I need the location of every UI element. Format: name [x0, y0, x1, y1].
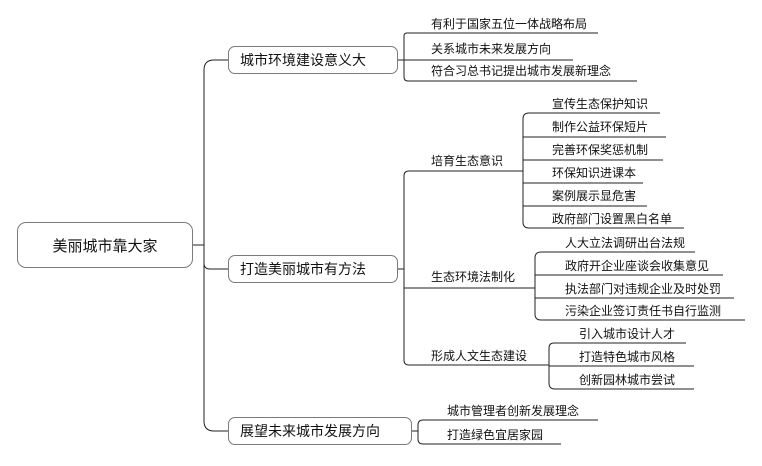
branch-node-methods[interactable]: 打造美丽城市有方法: [228, 255, 398, 283]
connector: [403, 32, 598, 37]
leaf-node[interactable]: 政府开企业座谈会收集意见: [565, 259, 710, 273]
connector: [203, 262, 228, 270]
leaf-node[interactable]: 城市管理者创新发展理念: [447, 404, 580, 418]
connector: [403, 76, 637, 82]
branch-node-outlook[interactable]: 展望未来城市发展方向: [228, 417, 412, 445]
connector: [403, 170, 523, 177]
leaf-node[interactable]: 人大立法调研出台法规: [565, 236, 686, 250]
branch-node-significance[interactable]: 城市环境建设意义大: [228, 46, 398, 74]
leaf-node[interactable]: 执法部门对违规企业及时处罚: [565, 282, 722, 296]
connector: [534, 313, 745, 321]
sub-node-awareness[interactable]: 培育生态意识: [431, 154, 504, 168]
sub-node-legal[interactable]: 生态环境法制化: [431, 270, 516, 284]
sub-node-culture[interactable]: 形成人文生态建设: [431, 349, 528, 363]
leaf-node[interactable]: 打造特色城市风格: [579, 350, 676, 364]
connector: [417, 419, 598, 426]
connector: [548, 382, 694, 390]
connector: [548, 342, 686, 349]
leaf-node[interactable]: 引入城市设计人才: [579, 327, 676, 341]
leaf-node[interactable]: 完善环保奖惩机制: [552, 143, 649, 157]
leaf-node[interactable]: 关系城市未来发展方向: [431, 42, 552, 56]
leaf-node[interactable]: 符合习总书记提出城市发展新理念: [431, 64, 612, 78]
leaf-node[interactable]: 宣传生态保护知识: [552, 97, 649, 111]
connector: [522, 221, 684, 229]
root-node[interactable]: 美丽城市靠大家: [17, 222, 193, 268]
leaf-node[interactable]: 有利于国家五位一体战略布局: [431, 17, 588, 31]
leaf-node[interactable]: 环保知识进课本: [552, 166, 637, 180]
leaf-node[interactable]: 制作公益环保短片: [552, 120, 649, 134]
leaf-node[interactable]: 案例展示显危害: [552, 189, 637, 203]
connector: [403, 359, 549, 366]
connector: [522, 112, 660, 120]
leaf-node[interactable]: 政府部门设置黑白名单: [552, 212, 673, 226]
connector: [417, 438, 561, 445]
connector: [203, 59, 228, 71]
connector: [534, 251, 695, 259]
leaf-node[interactable]: 污染企业签订责任书自行监测: [565, 304, 722, 318]
leaf-node[interactable]: 打造绿色宜居家园: [447, 428, 544, 442]
leaf-node[interactable]: 创新园林城市尝试: [579, 373, 676, 387]
connector: [203, 420, 228, 432]
